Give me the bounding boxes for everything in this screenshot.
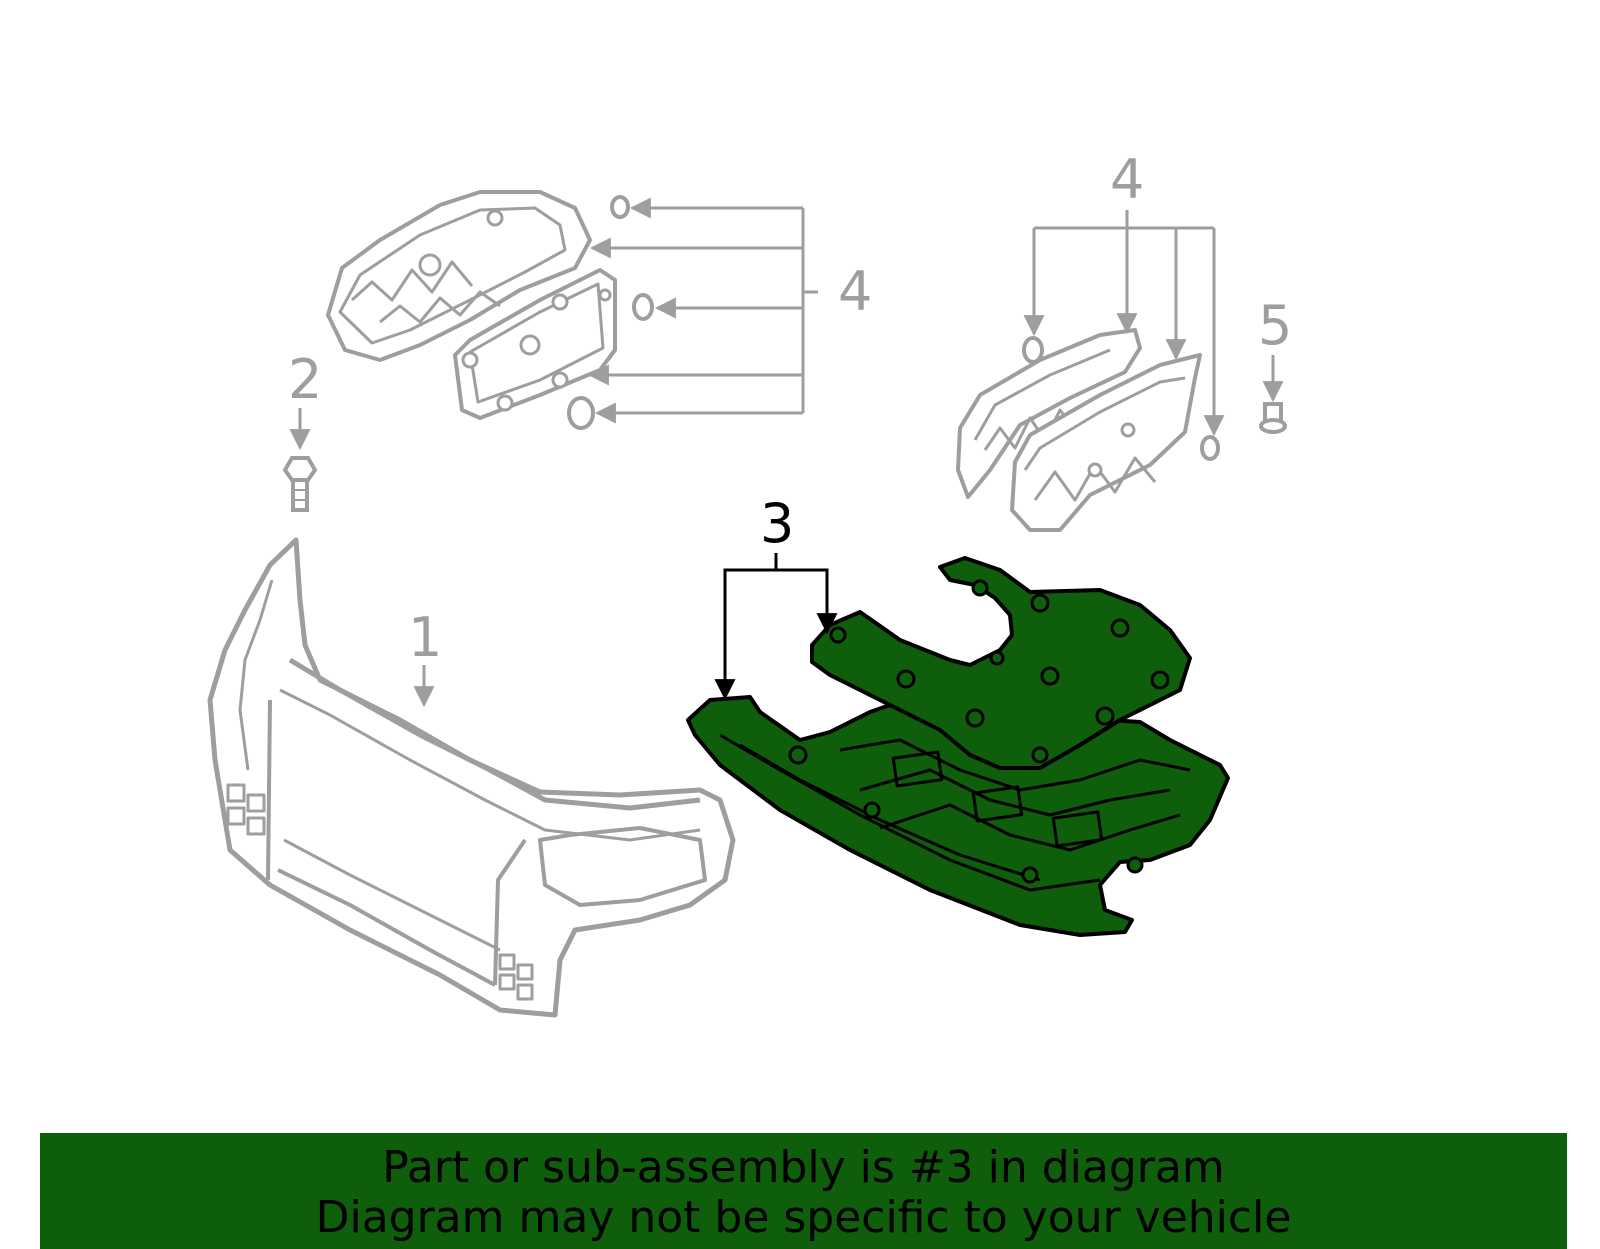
banner-line-2: Diagram may not be specific to your vehi…	[315, 1192, 1292, 1243]
bolt-5	[1259, 355, 1287, 434]
callout-4-right: 4	[1110, 148, 1144, 211]
undercover-upper-highlighted	[810, 556, 1192, 770]
engine-cover-right-front	[1010, 353, 1202, 532]
callout-4-left: 4	[838, 260, 872, 323]
callout-4-right-leaders	[1023, 210, 1225, 437]
engine-cover-upper-left	[326, 190, 592, 362]
callout-2: 2	[288, 348, 322, 411]
callout-5: 5	[1258, 294, 1292, 357]
undercover-lower-highlighted	[686, 695, 1230, 937]
callout-1: 1	[408, 606, 442, 669]
bolt-2	[282, 408, 318, 512]
callout-3: 3	[760, 492, 794, 555]
callout-3-leaders	[714, 553, 838, 701]
callout-4-left-leaders	[587, 197, 818, 424]
engine-cover-lower-left	[453, 268, 617, 420]
radiator-support	[207, 537, 736, 1018]
banner-line-1: Part or sub-assembly is #3 in diagram	[382, 1142, 1225, 1193]
clip-fasteners-right	[1022, 336, 1220, 461]
clip-fasteners-left	[567, 195, 654, 430]
info-banner: Part or sub-assembly is #3 in diagram Di…	[40, 1133, 1567, 1249]
